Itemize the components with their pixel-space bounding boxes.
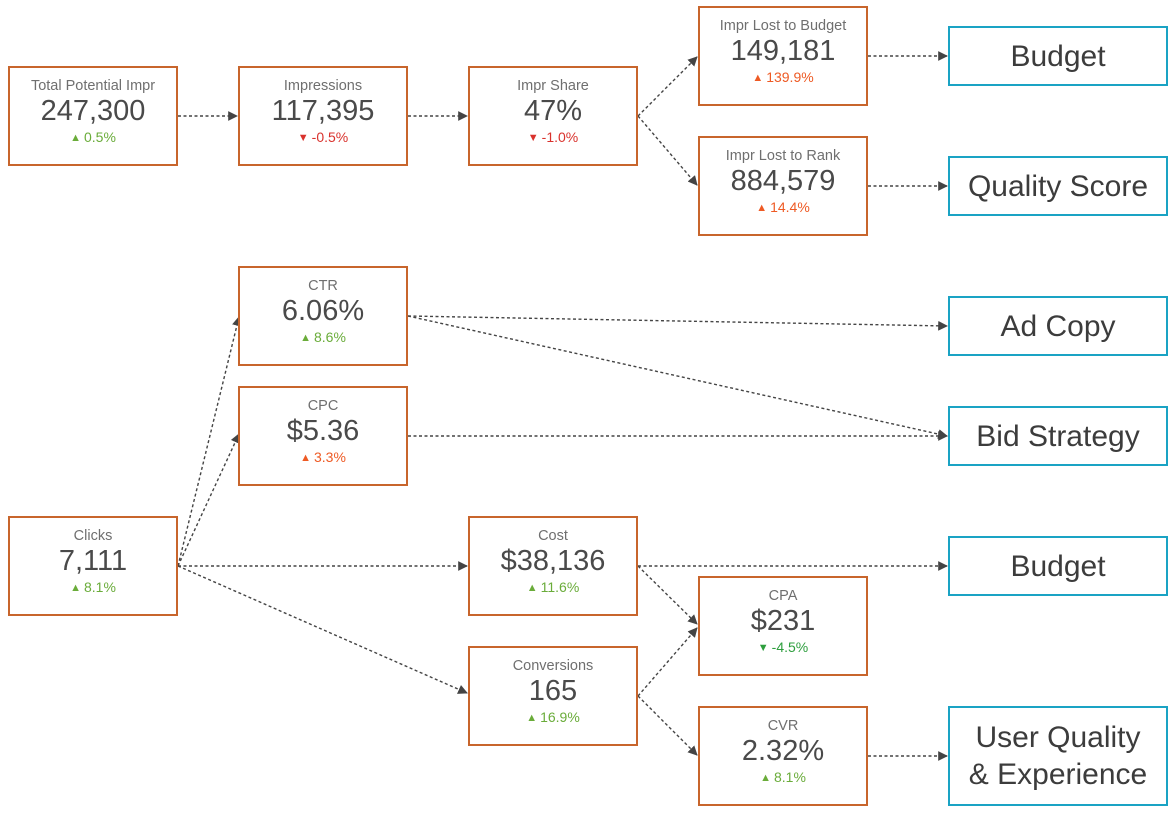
metric-change: ▲16.9% (526, 709, 580, 725)
connector-clicks-to-ctr (177, 316, 242, 567)
metric-label: CPA (768, 588, 798, 604)
connector-ctr-to-adcopy (407, 315, 948, 331)
trend-up-icon: ▲ (526, 582, 538, 594)
metric-change: ▲8.6% (300, 329, 346, 345)
metric-label: CTR (308, 278, 338, 294)
trend-down-icon: ▼ (297, 132, 309, 144)
metric-total-potential-impr: Total Potential Impr 247,300 ▲0.5% (8, 66, 178, 166)
connector-conversions-to-cpa (637, 627, 698, 697)
metric-change: ▲0.5% (70, 129, 116, 145)
metric-value: 165 (528, 675, 578, 707)
metric-value: 117,395 (271, 95, 375, 127)
driver-label: User Quality & Experience (969, 719, 1147, 793)
metric-value: 6.06% (281, 295, 365, 327)
connector-clicks-to-cpc (177, 433, 240, 567)
metric-clicks: Clicks 7,111 ▲8.1% (8, 516, 178, 616)
driver-label: Budget (1010, 549, 1106, 583)
connector-share-to-lost-budget (637, 56, 698, 117)
driver-label-line1: User Quality (975, 721, 1141, 754)
metric-label: Impr Share (517, 78, 589, 94)
metric-value: $5.36 (286, 415, 360, 447)
metric-impr-share: Impr Share 47% ▼-1.0% (468, 66, 638, 166)
driver-label: Quality Score (967, 169, 1149, 203)
driver-budget-top: Budget (948, 26, 1168, 86)
metric-change: ▲11.6% (526, 579, 580, 595)
driver-label: Bid Strategy (976, 419, 1140, 453)
driver-label: Budget (1010, 39, 1106, 73)
driver-bid-strategy: Bid Strategy (948, 406, 1168, 466)
metric-cost: Cost $38,136 ▲11.6% (468, 516, 638, 616)
metric-change: ▲8.1% (70, 579, 116, 595)
trend-up-icon: ▲ (70, 582, 81, 594)
trend-up-icon: ▲ (300, 332, 311, 344)
metric-ctr: CTR 6.06% ▲8.6% (238, 266, 408, 366)
metric-value: 149,181 (730, 35, 836, 67)
metric-value: 2.32% (741, 735, 825, 767)
trend-up-icon: ▲ (526, 712, 538, 724)
driver-ad-copy: Ad Copy (948, 296, 1168, 356)
metric-impressions: Impressions 117,395 ▼-0.5% (238, 66, 408, 166)
metric-label: CPC (307, 398, 339, 414)
metric-value: 7,111 (58, 545, 128, 577)
metric-label: CVR (767, 718, 799, 734)
metric-label: Cost (538, 528, 568, 544)
metric-impr-lost-rank: Impr Lost to Rank 884,579 ▲14.4% (698, 136, 868, 236)
connector-share-to-lost-rank (637, 115, 698, 186)
connector-cost-to-cpa (637, 565, 698, 625)
metric-label: Clicks (73, 528, 113, 544)
metric-value: $231 (750, 605, 816, 637)
metric-value: 47% (523, 95, 583, 127)
metric-label: Impr Lost to Rank (725, 148, 841, 164)
metric-cpc: CPC $5.36 ▲3.3% (238, 386, 408, 486)
metric-conversions: Conversions 165 ▲16.9% (468, 646, 638, 746)
metric-cvr: CVR 2.32% ▲8.1% (698, 706, 868, 806)
metric-change: ▲14.4% (756, 199, 810, 215)
connector-conversions-to-cvr (637, 695, 698, 756)
driver-label-line2: & Experience (968, 758, 1148, 791)
metric-cpa: CPA $231 ▼-4.5% (698, 576, 868, 676)
driver-quality-score: Quality Score (948, 156, 1168, 216)
metric-change: ▲8.1% (760, 769, 806, 785)
metric-label: Impressions (283, 78, 363, 94)
trend-up-icon: ▲ (760, 772, 771, 784)
trend-up-icon: ▲ (70, 132, 81, 144)
trend-up-icon: ▲ (756, 202, 768, 214)
driver-user-quality: User Quality & Experience (948, 706, 1168, 806)
metric-change: ▲139.9% (752, 69, 814, 85)
trend-up-icon: ▲ (300, 452, 311, 464)
metric-change: ▼-1.0% (527, 129, 579, 145)
metric-change: ▼-0.5% (297, 129, 349, 145)
trend-up-icon: ▲ (752, 72, 764, 84)
trend-down-icon: ▼ (757, 642, 769, 654)
metric-change: ▼-4.5% (757, 639, 809, 655)
driver-label: Ad Copy (1000, 309, 1116, 343)
driver-budget-bottom: Budget (948, 536, 1168, 596)
connector-clicks-to-conversions (177, 565, 468, 694)
connector-ctr-to-bid (407, 315, 948, 439)
metric-label: Conversions (512, 658, 594, 674)
metric-impr-lost-budget: Impr Lost to Budget 149,181 ▲139.9% (698, 6, 868, 106)
metric-value: 247,300 (40, 95, 146, 127)
trend-down-icon: ▼ (527, 132, 539, 144)
metric-value: 884,579 (730, 165, 836, 197)
metric-label: Impr Lost to Budget (719, 18, 847, 34)
metric-label: Total Potential Impr (30, 78, 156, 94)
metric-change: ▲3.3% (300, 449, 346, 465)
metric-value: $38,136 (500, 545, 606, 577)
